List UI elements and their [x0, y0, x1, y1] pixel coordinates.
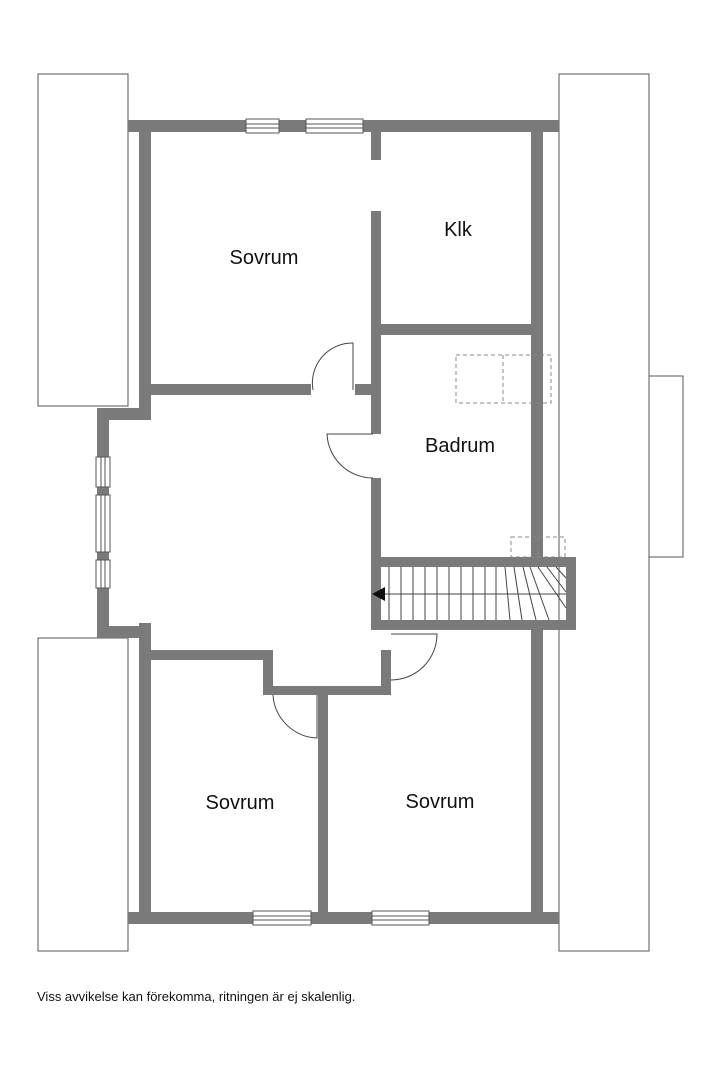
doors [272, 342, 438, 739]
skylight-stair [510, 536, 566, 558]
window-left-3 [95, 559, 111, 589]
floor-plan: Sovrum Klk Badrum Sovrum Sovrum [37, 73, 684, 952]
door-sovrum-top [311, 342, 354, 391]
roof-right-dormer [648, 375, 684, 558]
door-sovrum-bottom-right [390, 633, 438, 681]
window-bottom-2 [371, 910, 430, 926]
window-top-2 [305, 118, 364, 134]
roof-right [558, 73, 650, 952]
door-sovrum-bottom-left [272, 694, 318, 739]
inner-lines [127, 132, 560, 912]
roof-bottom-left [37, 637, 129, 952]
skylight-badrum [455, 354, 552, 404]
window-left-2 [95, 494, 111, 553]
room-label-sovrum-bottom-left: Sovrum [206, 792, 275, 814]
window-top-1 [245, 118, 280, 134]
room-label-klk: Klk [444, 219, 473, 241]
room-label-sovrum-top: Sovrum [230, 247, 299, 269]
door-badrum [326, 433, 374, 479]
disclaimer-text: Viss avvikelse kan förekomma, ritningen … [37, 989, 356, 1004]
window-bottom-1 [252, 910, 312, 926]
staircase [372, 566, 567, 621]
room-label-sovrum-bottom-right: Sovrum [406, 791, 475, 813]
roof-top-left [37, 73, 129, 407]
stair-arrow [372, 587, 385, 601]
windows [95, 118, 430, 926]
skylights [455, 354, 566, 558]
window-left-1 [95, 456, 111, 488]
walls [97, 120, 576, 924]
room-label-badrum: Badrum [425, 435, 495, 457]
roof-outlines [37, 73, 684, 952]
